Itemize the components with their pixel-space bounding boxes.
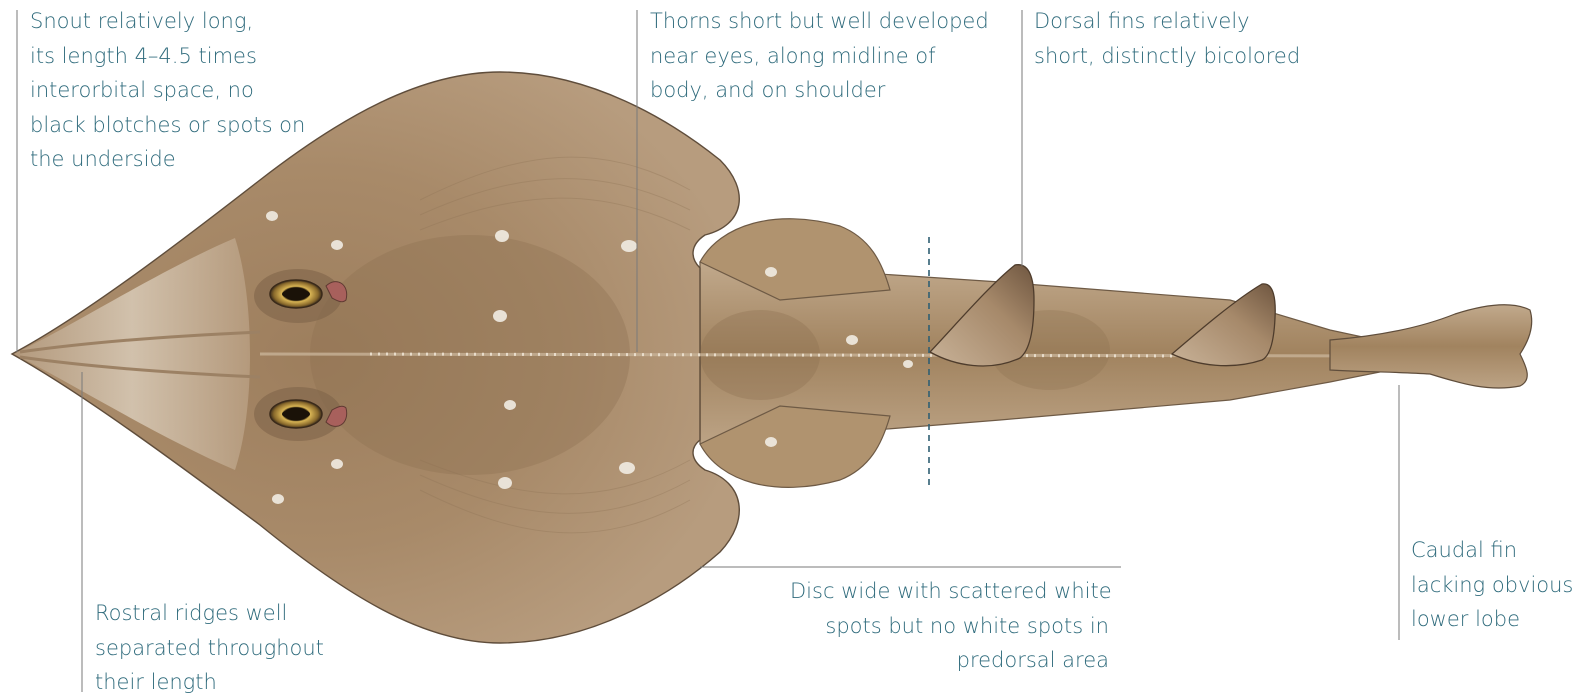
annotation-line: near eyes, along midline of — [650, 39, 989, 74]
snout-rostrum — [14, 238, 250, 470]
eye-lower — [254, 387, 342, 441]
annotation-disc: Disc wide with scattered white spots but… — [790, 574, 1109, 678]
annotation-line: body, and on shoulder — [650, 73, 989, 108]
annotation-line: lacking obvious — [1411, 568, 1573, 603]
annotation-line: Disc wide with scattered white — [790, 574, 1109, 609]
eye-upper — [254, 269, 342, 323]
annotation-line: Caudal fin — [1411, 533, 1573, 568]
annotation-line: Rostral ridges well — [95, 596, 324, 631]
annotation-line: Snout relatively long, — [30, 4, 305, 39]
annotation-line: the underside — [30, 142, 305, 177]
annotation-dorsal-fins: Dorsal fins relatively short, distinctly… — [1034, 4, 1300, 73]
annotation-line: their length — [95, 665, 324, 700]
annotation-line: its length 4–4.5 times — [30, 39, 305, 74]
annotation-line: interorbital space, no — [30, 73, 305, 108]
annotation-line: spots but no white spots in — [790, 609, 1109, 644]
annotation-line: black blotches or spots on — [30, 108, 305, 143]
annotation-line: predorsal area — [790, 643, 1109, 678]
annotation-line: short, distinctly bicolored — [1034, 39, 1300, 74]
annotation-caudal-fin: Caudal fin lacking obvious lower lobe — [1411, 533, 1573, 637]
annotation-thorns: Thorns short but well developed near eye… — [650, 4, 989, 108]
annotation-line: Thorns short but well developed — [650, 4, 989, 39]
annotation-line: lower lobe — [1411, 602, 1573, 637]
annotation-line: separated throughout — [95, 631, 324, 666]
annotation-rostral-ridges: Rostral ridges well separated throughout… — [95, 596, 324, 700]
annotation-line: Dorsal fins relatively — [1034, 4, 1300, 39]
annotation-snout: Snout relatively long, its length 4–4.5 … — [30, 4, 305, 177]
